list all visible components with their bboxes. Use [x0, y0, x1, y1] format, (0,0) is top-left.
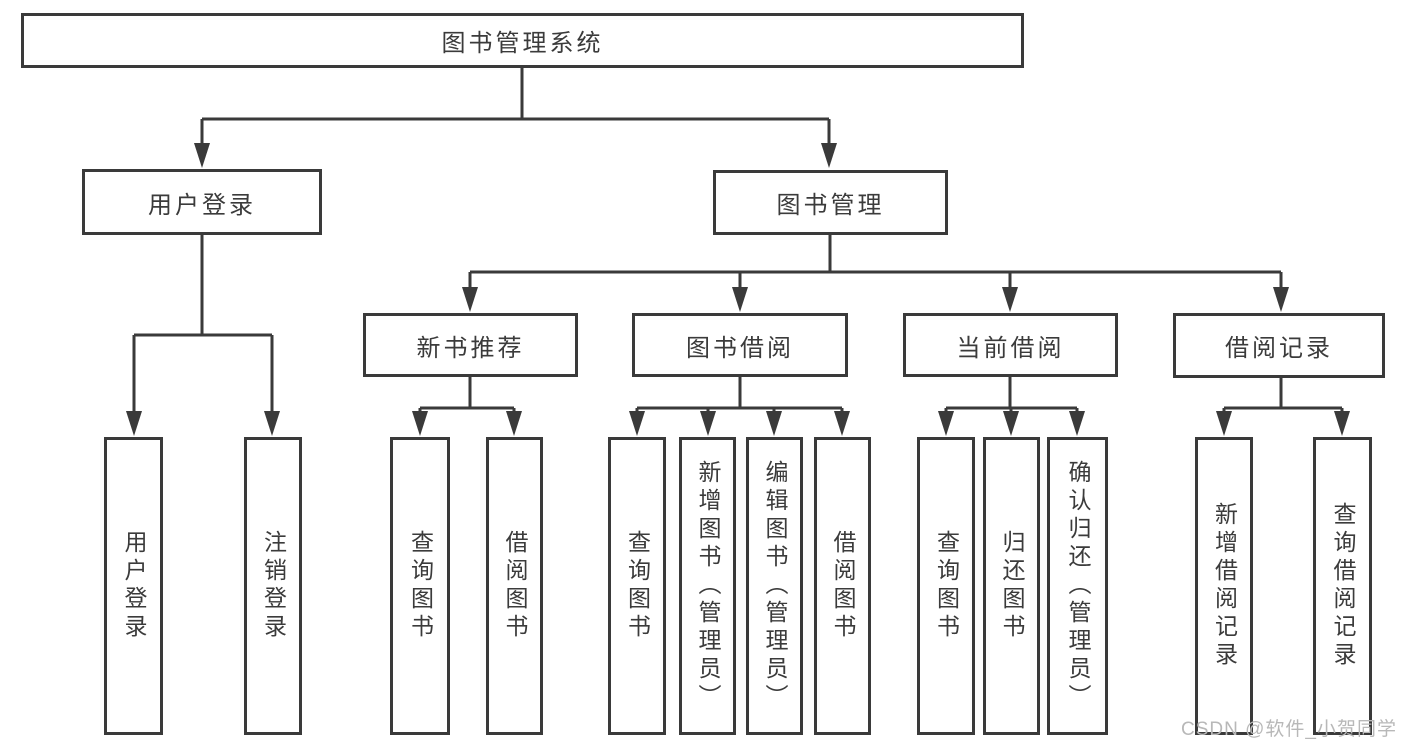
- leaf-edit-book-admin: 编辑图书（管理员）: [746, 437, 803, 735]
- leaf-query-books-recommend: 查询图书: [390, 437, 450, 735]
- leaf-query-books-borrowing: 查询图书: [608, 437, 666, 735]
- node-borrowing-records: 借阅记录: [1173, 313, 1385, 378]
- leaf-add-book-admin: 新增图书（管理员）: [679, 437, 736, 735]
- csdn-watermark: CSDN @软件_小贺同学: [1181, 719, 1397, 740]
- node-book-management: 图书管理: [713, 170, 948, 235]
- leaf-borrow-books-borrowing: 借阅图书: [814, 437, 871, 735]
- leaf-query-books-current: 查询图书: [917, 437, 975, 735]
- leaf-user-login: 用户登录: [104, 437, 163, 735]
- node-new-book-recommend: 新书推荐: [363, 313, 578, 377]
- leaf-borrow-books-recommend: 借阅图书: [486, 437, 543, 735]
- leaf-confirm-return-admin: 确认归还（管理员）: [1047, 437, 1108, 735]
- node-book-borrowing: 图书借阅: [632, 313, 848, 377]
- leaf-query-borrow-record: 查询借阅记录: [1313, 437, 1372, 735]
- leaf-add-borrow-record: 新增借阅记录: [1195, 437, 1253, 735]
- node-user-login: 用户登录: [82, 169, 322, 235]
- node-library-system: 图书管理系统: [21, 13, 1024, 68]
- node-current-borrowing: 当前借阅: [903, 313, 1118, 377]
- leaf-return-books: 归还图书: [983, 437, 1040, 735]
- leaf-logout: 注销登录: [244, 437, 302, 735]
